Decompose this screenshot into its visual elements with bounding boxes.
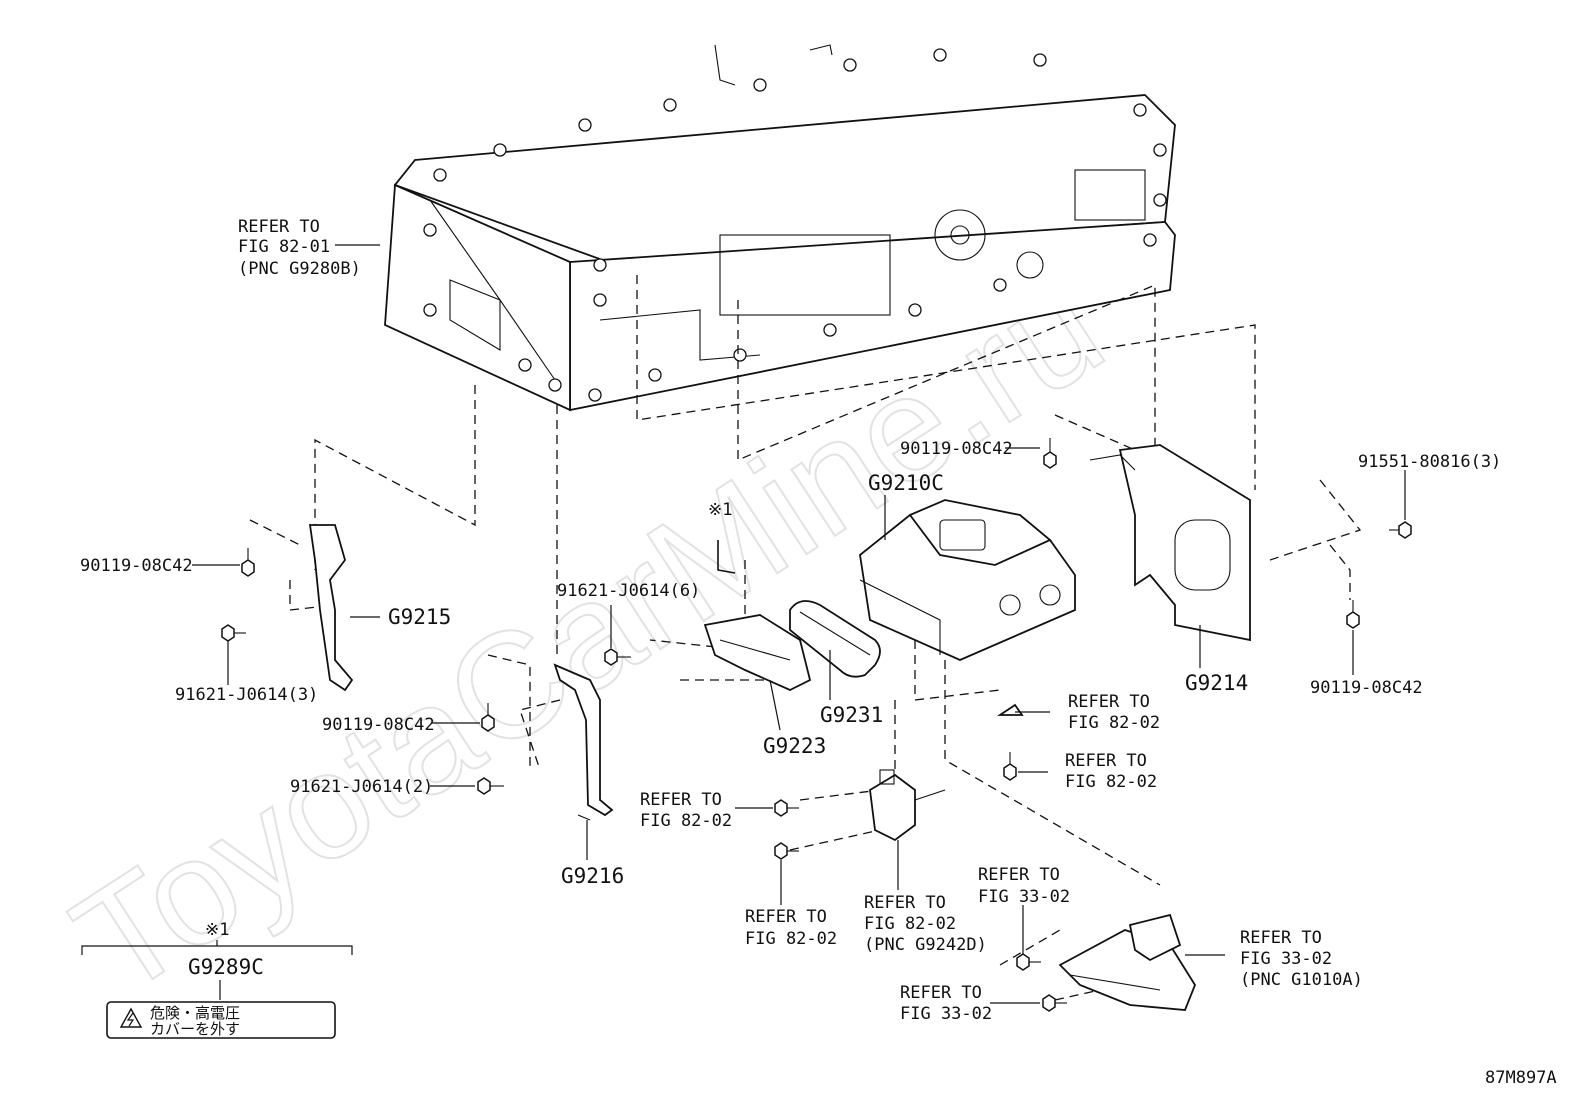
label-g9210c: G9210C (868, 471, 944, 495)
callout-refer-main: REFER TO (238, 217, 320, 237)
callout-refer-main-pnc: (PNC G9280B) (238, 259, 361, 279)
bracket-g9215 (308, 524, 354, 692)
sensor-assembly (869, 769, 946, 842)
callout-refer-m3: REFER TO (900, 983, 982, 1003)
callout-refer-m1-fig: FIG 33-02 (978, 887, 1070, 907)
callout-refer-c1: REFER TO (640, 790, 722, 810)
label-bolt-cover: 91621-J0614(6) (557, 581, 700, 601)
bracket-g9214 (1089, 444, 1251, 642)
label-g9223: G9223 (763, 734, 826, 758)
bracket-g9216 (553, 663, 614, 821)
callout-refer-r2: REFER TO (1065, 751, 1147, 771)
legend-part-number: G9289C (188, 955, 264, 979)
label-bolt-left-bottom: 91621-J0614(2) (290, 777, 433, 797)
callout-refer-r1: REFER TO (1068, 692, 1150, 712)
callout-refer-c3-pnc: (PNC G9242D) (864, 935, 987, 955)
figure-code: 87M897A (1485, 1068, 1557, 1088)
label-bolt-right-bottom: 90119-08C42 (1310, 678, 1423, 698)
callout-refer-m2-fig: FIG 33-02 (1240, 949, 1332, 969)
label-g9215: G9215 (388, 605, 451, 629)
legend-note-mark: ※1 (205, 920, 229, 940)
callout-refer-c1-fig: FIG 82-02 (640, 811, 732, 831)
callout-refer-c3-fig: FIG 82-02 (864, 914, 956, 934)
label-bolt-left-mid: 91621-J0614(3) (175, 685, 318, 705)
label-piece (717, 540, 736, 574)
callout-refer-m2: REFER TO (1240, 928, 1322, 948)
label-g9216: G9216 (561, 864, 624, 888)
bolts (221, 438, 1412, 1012)
warning-text-line-1: 危険・高電圧 (150, 1004, 240, 1022)
assembly-lines (249, 275, 1362, 1001)
callout-refer-c2-fig: FIG 82-02 (745, 929, 837, 949)
mount-assembly (1058, 913, 1197, 1011)
label-bolt-top-center: 90119-08C42 (900, 439, 1013, 459)
label-g9231: G9231 (820, 703, 883, 727)
label-bolt-left-top: 90119-08C42 (80, 556, 193, 576)
callout-refer-m3-fig: FIG 33-02 (900, 1004, 992, 1024)
label-note-mark: ※1 (708, 500, 732, 520)
label-bolt-right-top: 91551-80816(3) (1358, 452, 1501, 472)
gasket-g9231 (789, 600, 881, 678)
callout-refer-main-fig: FIG 82-01 (238, 237, 330, 257)
callout-refer-m2-pnc: (PNC G1010A) (1240, 970, 1363, 990)
callout-refer-c2: REFER TO (745, 907, 827, 927)
callouts: REFER TO FIG 82-01 (PNC G9280B) G9210C 9… (80, 217, 1501, 1024)
converter-g9210c (859, 499, 1076, 661)
inverter-housing (384, 44, 1176, 412)
callout-refer-c3: REFER TO (864, 893, 946, 913)
callout-refer-m1: REFER TO (978, 865, 1060, 885)
callout-refer-r2-fig: FIG 82-02 (1065, 772, 1157, 792)
label-g9214: G9214 (1185, 671, 1248, 695)
callout-refer-r1-fig: FIG 82-02 (1068, 713, 1160, 733)
cover-g9223 (703, 614, 812, 691)
warning-text-line-2: カバーを外す (150, 1020, 240, 1038)
legend-box: ※1 G9289C 危険・高電圧 カバーを外す (81, 920, 353, 1039)
warning-icon (119, 1007, 143, 1028)
label-bolt-left-low: 90119-08C42 (322, 715, 435, 735)
leader-lines (192, 244, 1406, 1004)
